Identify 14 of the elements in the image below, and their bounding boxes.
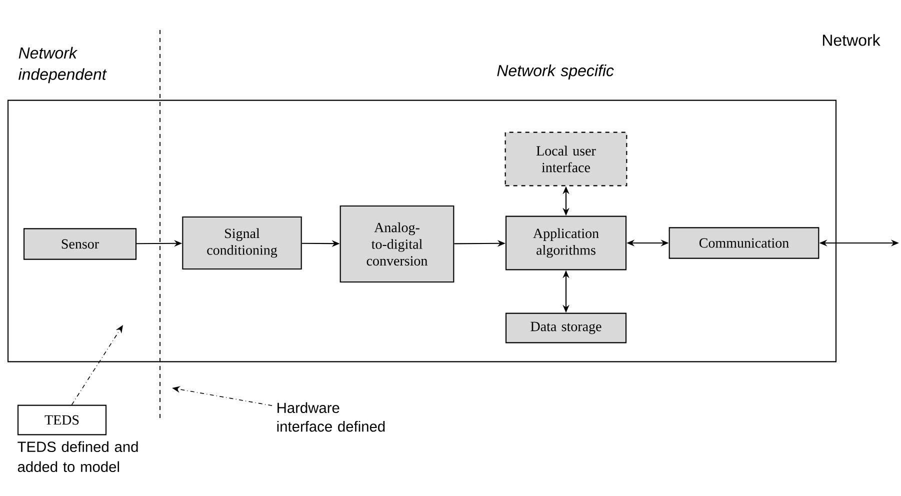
process-box: Communication	[668, 227, 820, 259]
region-label: Network independent	[18, 46, 107, 84]
region-label: Network	[822, 34, 880, 46]
caption-text: TEDS defined and added to model	[18, 441, 138, 472]
annotation-text: Hardware interface defined	[277, 402, 385, 432]
process-box: Analog-to-digital conversion	[340, 205, 454, 283]
system-box	[7, 100, 837, 362]
process-box: Signal conditioning	[182, 216, 302, 270]
teds-box: TEDS	[17, 404, 107, 436]
process-box: Application algorithms	[505, 216, 627, 270]
process-box: Local user interface	[504, 132, 628, 186]
region-label: Network specific	[497, 64, 614, 80]
process-box: Data storage	[505, 312, 627, 344]
process-box: Sensor	[23, 228, 137, 260]
